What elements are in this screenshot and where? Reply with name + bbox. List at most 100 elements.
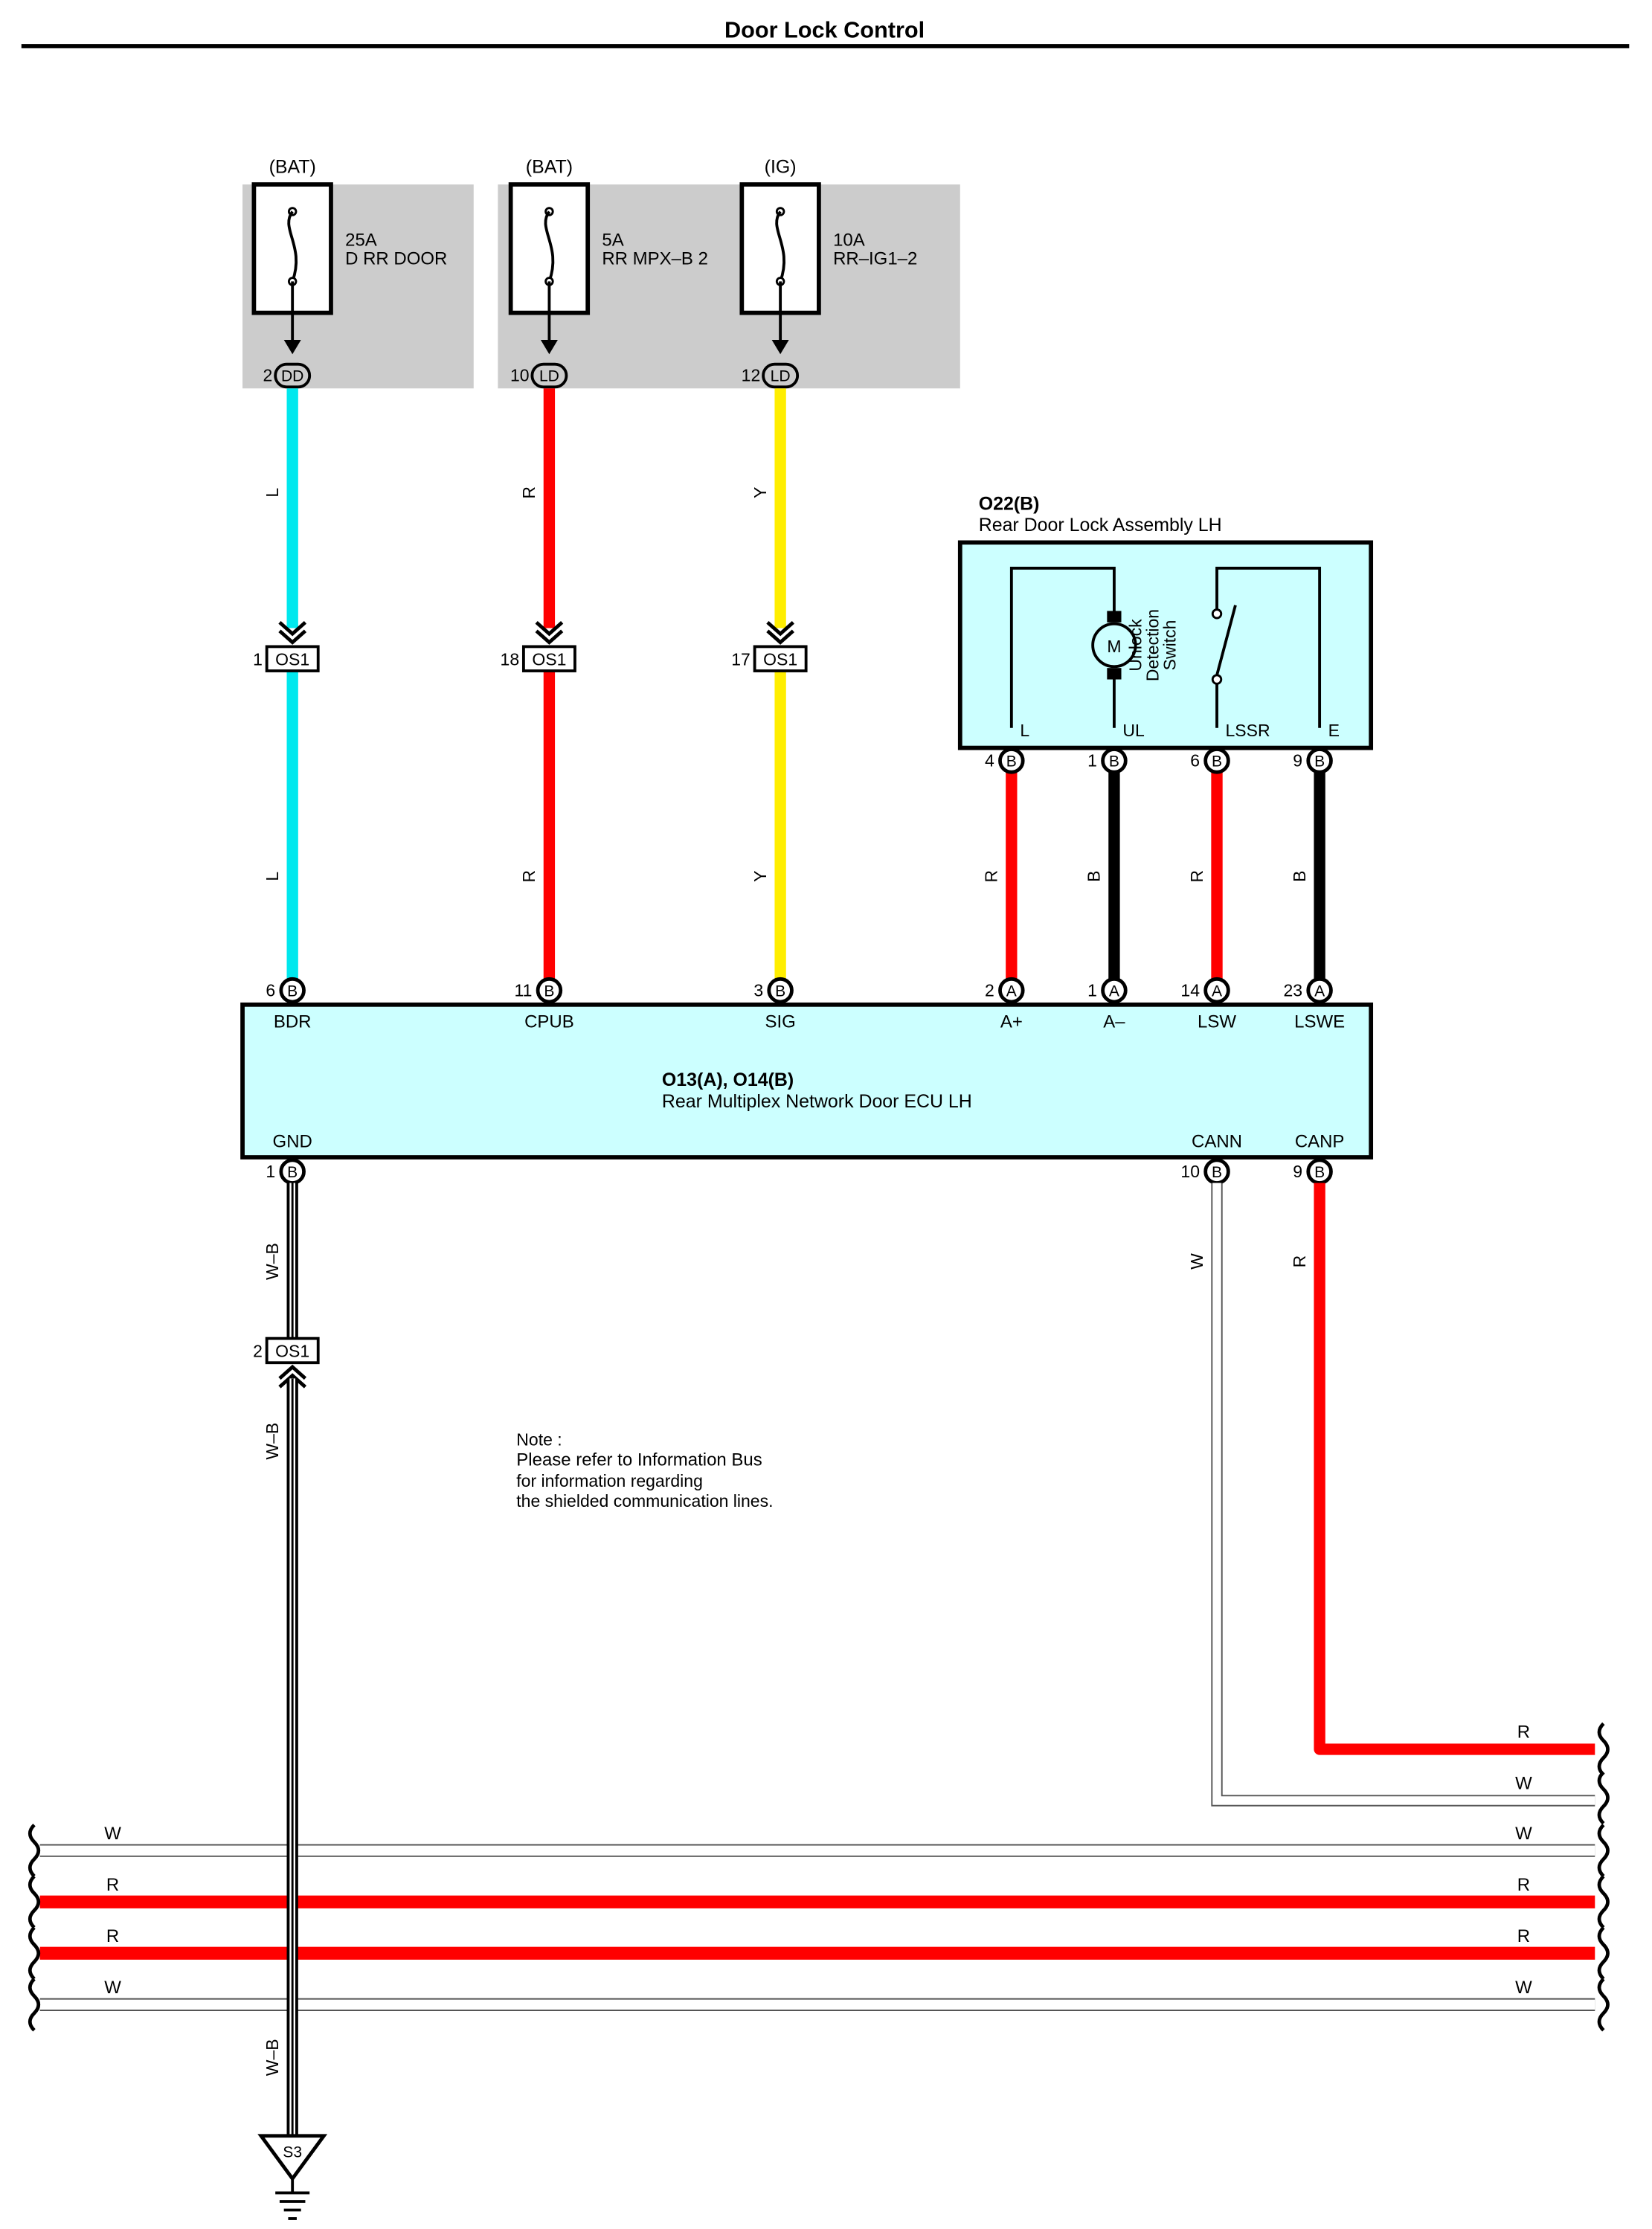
ecu-bottom-term-cann-conn-label: B [1212, 1164, 1222, 1181]
ecu-bottom-term-cann-pin-label: 10 [1180, 1162, 1200, 1181]
fuse-2-terminal-conn-label: LD [539, 368, 559, 385]
ground-wire-label-3: W–B [263, 2039, 282, 2076]
upper-wire-1-chevron-1 [278, 621, 307, 637]
ecu-term-7-conn-label: A [1314, 982, 1325, 1000]
ground-wire-label-2: W–B [263, 1423, 282, 1460]
ecu-term-5-connector [1101, 977, 1128, 1004]
ecu-term-2-pin-label: 11 [515, 980, 533, 1000]
fuse-2-amp: 5A [602, 230, 623, 250]
ground-os1-box [265, 1337, 320, 1365]
ecu-term-3-connector [767, 977, 794, 1004]
bus-line-3-right-break-icon [1597, 1926, 1610, 1981]
cann-wire-outline [1211, 1183, 1595, 1807]
ecu-bottom-term-canp-pin-label: 9 [1293, 1162, 1302, 1181]
ecu-name: Rear Multiplex Network Door ECU LH [662, 1091, 972, 1112]
upper-wire-1-chevron-2 [278, 629, 307, 645]
bus-line-4-right-break-icon [1597, 1978, 1610, 2032]
canp-right-label: R [1517, 1723, 1530, 1743]
door-lock-term-lssr-name: LSSR [1226, 721, 1270, 740]
fuse-2-arrow-icon [540, 340, 558, 355]
upper-wire-1-os1-box [265, 645, 320, 672]
switch-contact-top [1211, 608, 1223, 620]
ground-chevron-2 [278, 1373, 307, 1389]
ground-point-triangle [257, 2134, 328, 2182]
bus-line-2-right-label: R [1517, 1875, 1530, 1895]
ecu-term-5-pin-label: 1 [1087, 980, 1097, 1000]
upper-wire-2-label-mid: R [519, 870, 539, 883]
switch-wire-top [1215, 567, 1322, 728]
ground-os1-pin: 2 [253, 1342, 263, 1361]
door-lock-term-l-connector [998, 747, 1025, 774]
ecu-term-2-name: CPUB [524, 1012, 574, 1032]
bus-line-1-right-label: W [1515, 1824, 1532, 1844]
door-lock-term-e-pin-label: 9 [1293, 751, 1302, 771]
rear-door-lock-assembly: O22(B) Rear Door Lock Assembly LH M Unlo… [957, 493, 1374, 750]
note-line-1: Note : [516, 1429, 562, 1449]
door-lock-term-e-wire-label: B [1290, 871, 1309, 882]
bus-line-1-left-break-icon [28, 1823, 41, 1878]
ecu-bottom-term-gnd-pin-label: 1 [266, 1162, 275, 1181]
ground-chevron-1 [278, 1364, 307, 1380]
fuse-1-amp: 25A [345, 230, 377, 250]
upper-wire-3-os1-box [753, 645, 808, 672]
fuse-2-element-icon [544, 210, 555, 283]
door-lock-term-ul-connector [1101, 747, 1128, 774]
bus-line-1-left-label: W [104, 1824, 121, 1844]
fuse-1-terminal-pin-label: 2 [263, 366, 273, 385]
canp-wire [1314, 1183, 1595, 1755]
ecu-term-4-name: A+ [1000, 1012, 1023, 1032]
ecu-term-7-pin-label: 23 [1284, 980, 1303, 1000]
motor-wire-top [1009, 567, 1116, 728]
switch-lever-icon [1215, 605, 1237, 676]
upper-wire-2-os1-pin: 18 [501, 649, 520, 669]
upper-wire-1-label-top: L [263, 488, 282, 498]
note-line-4: the shielded communication lines. [516, 1491, 773, 1511]
door-lock-code: O22(B) [979, 493, 1040, 514]
ecu-term-4-conn-label: A [1006, 982, 1018, 1000]
ecu-term-5-name: A– [1103, 1012, 1125, 1032]
ecu-term-5-conn-label: A [1109, 982, 1120, 1000]
fuse-3-body [739, 182, 821, 315]
ecu-code: O13(A), O14(B) [662, 1070, 794, 1090]
canp-break-icon [1597, 1722, 1610, 1777]
ecu-term-6-pin-label: 14 [1180, 980, 1200, 1000]
door-lock-term-l-name: L [1020, 721, 1029, 740]
bus-line-3-left-label: R [106, 1926, 119, 1946]
motor-brush-top [1107, 611, 1122, 623]
note-block: Note : Please refer to Information Bus f… [516, 1429, 773, 1510]
door-lock-term-lssr-connector [1203, 747, 1230, 774]
motor-label: M [1107, 637, 1121, 656]
fuse-1-element-icon [287, 210, 298, 283]
fuse-1-arrow-icon [283, 340, 301, 355]
ecu-term-1-name: BDR [274, 1012, 312, 1032]
ecu-bottom-term-canp-conn-label: B [1314, 1164, 1325, 1181]
ecu-term-1-connector [279, 977, 306, 1004]
diagram-title: Door Lock Control [724, 16, 925, 42]
ecu-term-2-connector [536, 977, 563, 1004]
fuse-3-element-icon [775, 210, 785, 283]
cann-break-icon [1597, 1770, 1610, 1825]
upper-wire-3-chevron-2 [766, 629, 794, 645]
fuse-1-terminal-connector [274, 362, 312, 389]
bus-line-4-left-label: W [104, 1978, 121, 1998]
door-lock-name: Rear Door Lock Assembly LH [979, 515, 1222, 535]
fuse-3-terminal-pin-label: 12 [742, 366, 761, 385]
ecu-bottom-term-cann-name: CANN [1192, 1132, 1242, 1152]
ecu-term-3-conn-label: B [775, 982, 785, 1000]
door-lock-term-ul-wire-label: B [1084, 871, 1104, 882]
door-lock-term-e-conn-label: B [1314, 753, 1325, 771]
bus-line-2-left-break-icon [28, 1874, 41, 1929]
switch-label-1: Unlock [1125, 619, 1145, 672]
bus-line-1-right-break-icon [1597, 1823, 1610, 1878]
upper-wire-2-chevron-2 [535, 629, 564, 645]
fuse-2-source: (BAT) [526, 157, 573, 178]
upper-wire-3-os1-label: OS1 [763, 649, 797, 669]
upper-wire-3-chevron-1 [766, 621, 794, 637]
upper-wire-1-os1-pin: 1 [253, 649, 263, 669]
ecu-term-6-connector [1203, 977, 1230, 1004]
ecu-term-3-name: SIG [765, 1012, 795, 1032]
